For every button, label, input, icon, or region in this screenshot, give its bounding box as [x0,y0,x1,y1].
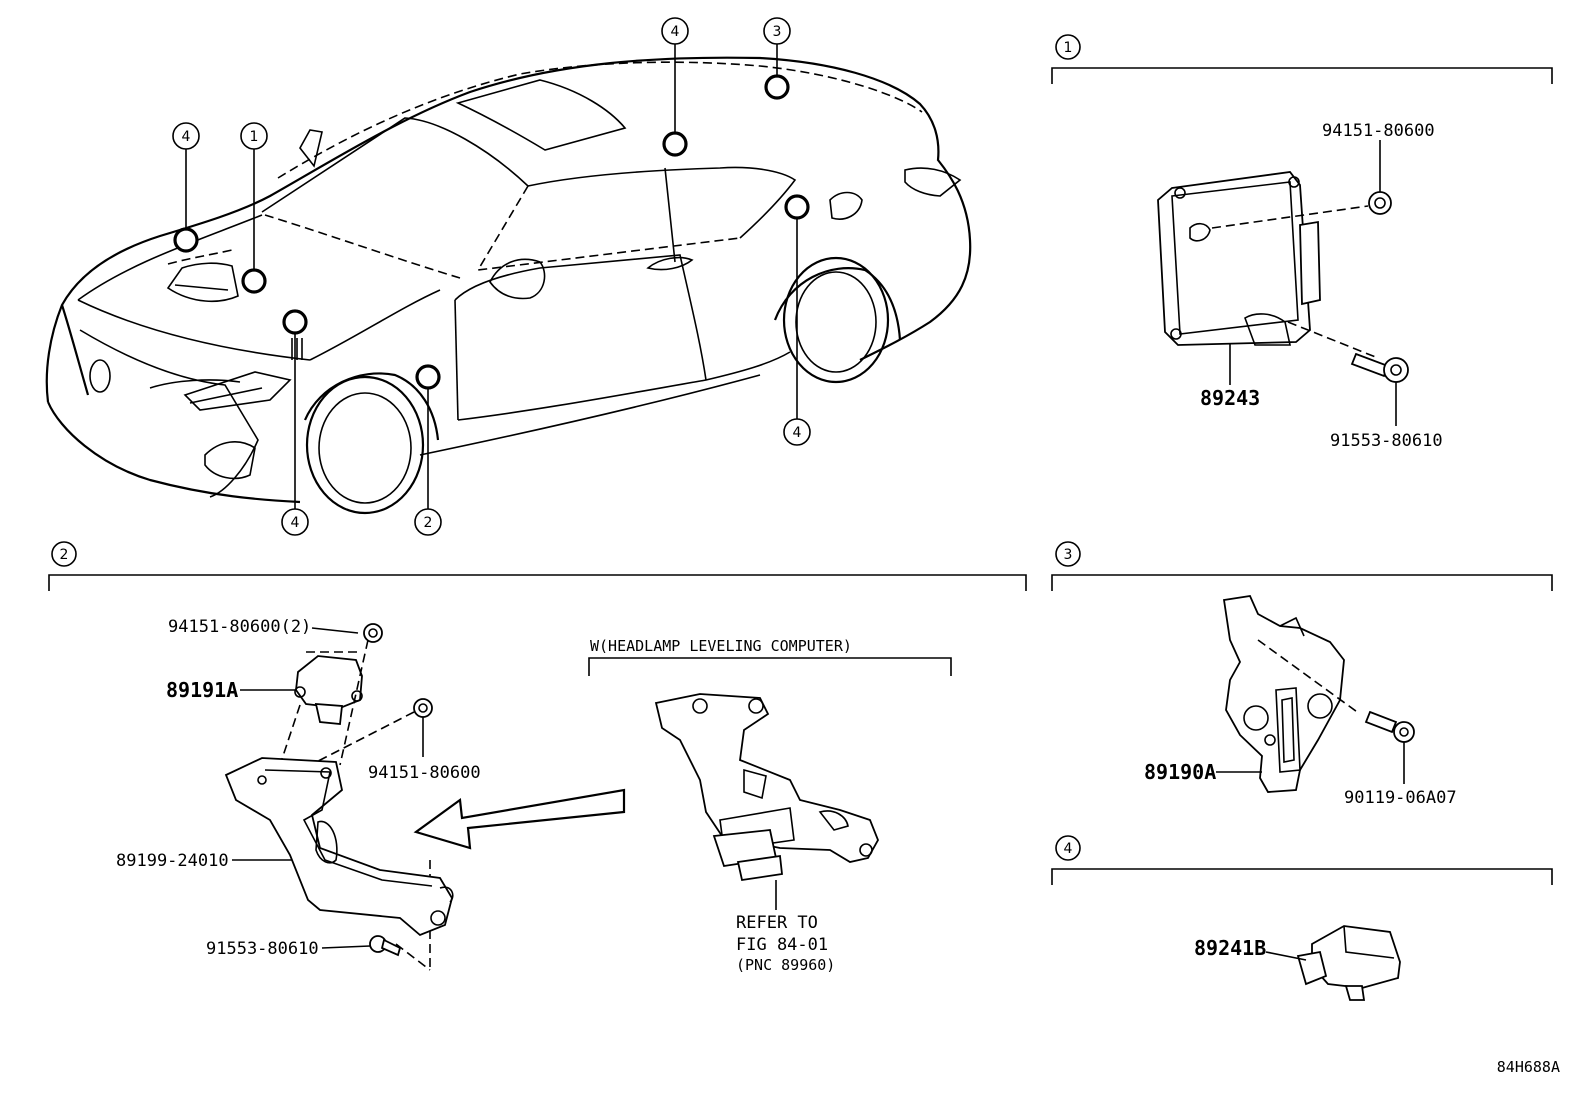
sub-header-label: W(HEADLAMP LEVELING COMPUTER) [590,637,852,655]
section-1: 1 94151-80600 91553-80610 [1051,34,1553,451]
sensor-bracket-drawing[interactable] [224,757,454,937]
callout-number: 1 [250,129,259,145]
callout-number: 4 [793,425,802,441]
marker-engine-1[interactable] [241,268,267,294]
part-number-label[interactable]: 91553-80610 [206,939,319,959]
callout-number: 4 [182,129,191,145]
flange-nut-drawing[interactable] [413,698,433,718]
reference-arrow [413,788,626,850]
leveling-computer-assembly-drawing[interactable] [654,693,879,882]
section-number: 2 [60,547,69,563]
bolt-drawing[interactable] [1364,710,1415,743]
marker-front-4[interactable] [282,309,308,335]
reference-text: (PNC 89960) [736,956,835,974]
marker-rear-side-4[interactable] [784,194,810,220]
section-number: 1 [1064,40,1073,56]
flange-nut-drawing[interactable] [1368,191,1392,215]
part-number-label[interactable]: 89241B [1194,936,1266,960]
height-sensor-drawing[interactable] [294,655,363,725]
callout-number: 3 [773,24,782,40]
section-3: 3 90119-06A07 89190A [1051,541,1553,808]
reference-text: REFER TO [736,913,818,933]
part-number-label[interactable]: 89190A [1144,760,1216,784]
section-4: 4 89241B [1051,835,1553,1001]
part-number-label[interactable]: 94151-80600 [368,763,481,783]
callout-number: 4 [671,24,680,40]
part-number-label[interactable]: 94151-80600(2) [168,617,311,637]
flange-nut-drawing[interactable] [363,623,383,643]
height-sensor-drawing[interactable] [1296,925,1401,1001]
car-sensor-markers [173,74,810,390]
callout-number: 4 [291,515,300,531]
part-number-label[interactable]: 94151-80600 [1322,121,1435,141]
car-illustration [45,56,972,515]
section-number: 4 [1064,841,1073,857]
part-number-label[interactable]: 89199-24010 [116,851,229,871]
part-number-label[interactable]: 89243 [1200,386,1260,410]
marker-front-hood-4[interactable] [173,227,199,253]
section-number: 3 [1064,547,1073,563]
section-2: 2 94151-80600(2) 89191A 94151-80600 [48,541,1027,974]
part-number-label[interactable]: 90119-06A07 [1344,788,1457,808]
marker-roof-4[interactable] [662,131,688,157]
bolt-drawing[interactable] [369,935,402,957]
marker-rear-3[interactable] [764,74,790,100]
bolt-drawing[interactable] [1350,352,1409,383]
callout-number: 2 [424,515,433,531]
ecu-module-drawing[interactable] [1157,171,1321,346]
car-callouts: 4 1 4 3 4 4 2 [172,17,811,536]
reference-text: FIG 84-01 [736,935,828,955]
diagram-code: 84H688A [1497,1058,1560,1076]
part-number-label[interactable]: 89191A [166,678,238,702]
sensor-bracket-drawing[interactable] [1222,595,1345,793]
part-number-label[interactable]: 91553-80610 [1330,431,1443,451]
marker-front-suspension-2[interactable] [415,364,441,390]
